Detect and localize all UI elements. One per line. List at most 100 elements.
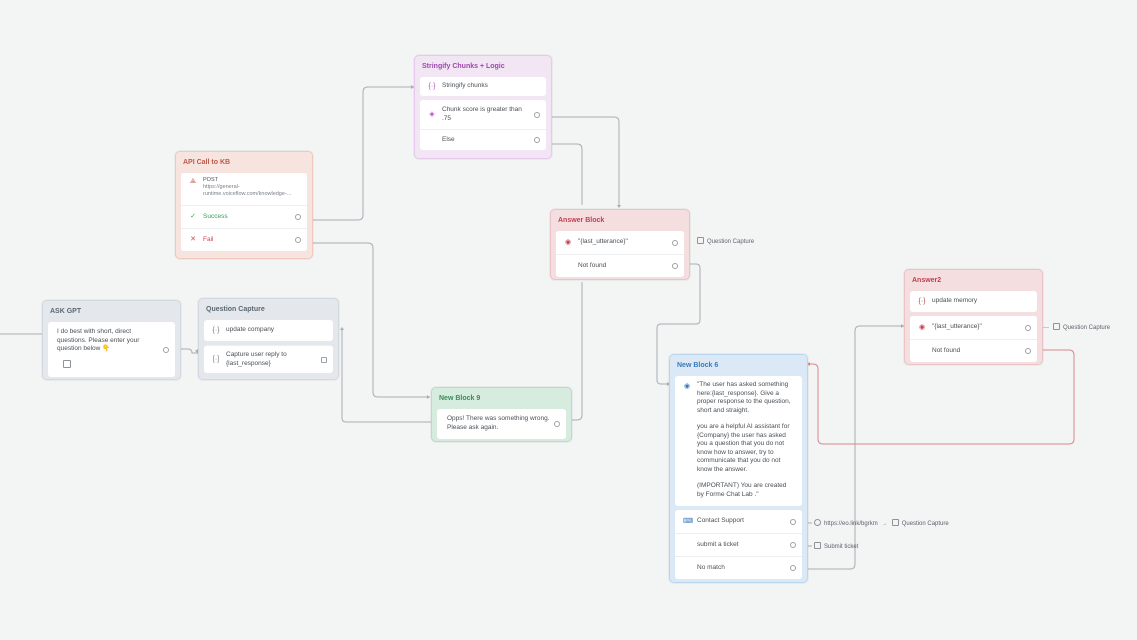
link-icon [1053, 323, 1060, 330]
wire-answer-to-block9 [572, 282, 583, 421]
api-text: POST https://general-runtime.voiceflow.c… [203, 177, 293, 198]
wire-capture-to-block9 [341, 328, 436, 423]
condition-label: Chunk score is greater than .75 [442, 106, 522, 122]
prompt-text: "The user has asked something here:{last… [697, 381, 794, 499]
link-contact-support-url[interactable]: https://eo.link/bgrkm→Question Capture [814, 519, 949, 529]
step-not-found[interactable]: Not found [910, 339, 1037, 362]
variable-icon: {·} [212, 326, 220, 334]
block-question-capture[interactable]: Question Capture {·} update company [·] … [198, 298, 339, 380]
choice-no-match[interactable]: No match [675, 556, 802, 579]
port-out[interactable] [1025, 324, 1031, 331]
link-label: Submit ticket [824, 544, 859, 550]
wire-success-to-stringify [310, 86, 414, 221]
step-update-company[interactable]: {·} update company [204, 320, 333, 341]
path-label: Success [203, 213, 228, 220]
path-fail[interactable]: ✕ Fail [181, 228, 307, 251]
block-title: API Call to KB [183, 159, 231, 166]
condition-label: Else [442, 136, 455, 143]
wire-chunk-to-answer [549, 116, 620, 207]
api-url: https://general-runtime.voiceflow.com/kn… [203, 184, 292, 197]
port-out[interactable] [1025, 348, 1031, 354]
step-stringify[interactable]: {·} Stringify chunks [420, 77, 546, 96]
checkbox-icon[interactable] [63, 360, 71, 368]
variable-icon: {·} [428, 82, 436, 90]
api-card: ⟁ POST https://general-runtime.voiceflow… [181, 173, 307, 251]
port-out[interactable] [672, 239, 678, 246]
prompt-paragraph: (IMPORTANT) You are created by Forme Cha… [697, 482, 787, 498]
port-out[interactable] [672, 263, 678, 269]
step-label: Capture user reply to {last_response} [226, 351, 287, 367]
ai-icon: ◉ [683, 383, 691, 390]
path-success[interactable]: ✓ Success [181, 205, 307, 228]
step-ai-prompt[interactable]: ◉ "The user has asked something here:{la… [675, 376, 802, 506]
link-question-capture[interactable]: Question Capture [697, 237, 754, 247]
step-label: Stringify chunks [442, 82, 488, 89]
choice-submit-ticket[interactable]: submit a ticket [675, 533, 802, 556]
answer2-card: ◉ "{last_utterance}" Not found [910, 316, 1037, 362]
block-stringify-chunks[interactable]: Stringify Chunks + Logic {·} Stringify c… [414, 55, 552, 159]
link-question-capture[interactable]: —Question Capture [1043, 323, 1111, 331]
condition-else[interactable]: Else [420, 129, 546, 150]
link-submit-ticket[interactable]: Submit ticket [814, 542, 858, 552]
step-label: Not found [932, 347, 961, 354]
port-out[interactable] [790, 565, 796, 571]
choice-card: ⌨ Contact Support submit a ticket No mat… [675, 510, 802, 579]
prompt-paragraph: you are a helpful AI assistant for {Comp… [697, 423, 790, 473]
condition-chunk-score[interactable]: ◈ Chunk score is greater than .75 [420, 100, 546, 129]
prompt-paragraph: "The user has asked something here:{last… [697, 381, 791, 414]
step-speak[interactable]: I do best with short, direct questions. … [48, 322, 175, 377]
path-label: Fail [203, 236, 214, 243]
link-icon [891, 519, 899, 526]
link-url: https://eo.link/bgrkm [824, 521, 878, 527]
block-ask-gpt[interactable]: ASK GPT I do best with short, direct que… [42, 300, 181, 380]
api-method: POST [203, 177, 218, 183]
block-new-block-6[interactable]: New Block 6 ◉ "The user has asked someth… [669, 354, 808, 583]
step-last-utterance[interactable]: ◉ "{last_utterance}" [910, 316, 1037, 339]
wire-else-to-block9 [549, 143, 583, 205]
answer-card: ◉ "{last_utterance}" Not found [556, 231, 684, 277]
message-text: I do best with short, direct questions. … [57, 328, 140, 352]
block-title: Stringify Chunks + Logic [422, 63, 505, 70]
capture-icon: [·] [212, 355, 220, 363]
step-capture-reply[interactable]: [·] Capture user reply to {last_response… [204, 345, 333, 373]
port-out[interactable] [295, 214, 301, 220]
block-api-call[interactable]: API Call to KB ⟁ POST https://general-ru… [175, 151, 313, 259]
step-label: update company [226, 326, 275, 333]
port-out[interactable] [554, 421, 560, 427]
step-not-found[interactable]: Not found [556, 254, 684, 277]
port-out[interactable] [534, 111, 540, 118]
block-answer[interactable]: Answer Block ◉ "{last_utterance}" Not fo… [550, 209, 690, 280]
port-out[interactable] [295, 237, 301, 243]
choice-label: submit a ticket [697, 541, 739, 548]
choice-contact-support[interactable]: ⌨ Contact Support [675, 510, 802, 533]
port-out[interactable] [790, 542, 796, 548]
block-new-block-9[interactable]: New Block 9 Opps! There was something wr… [431, 387, 572, 442]
message-text: Opps! There was something wrong. Please … [447, 415, 550, 431]
condition-card: ◈ Chunk score is greater than .75 Else [420, 100, 546, 150]
wire-nomatch-to-answer2 [802, 325, 904, 570]
step-speak[interactable]: Opps! There was something wrong. Please … [437, 409, 566, 439]
step-last-utterance[interactable]: ◉ "{last_utterance}" [556, 231, 684, 254]
port-out[interactable] [163, 346, 169, 353]
step-label: Not found [578, 262, 607, 269]
api-icon: ⟁ [189, 178, 197, 185]
step-label: "{last_utterance}" [578, 238, 628, 245]
check-icon: ✓ [190, 213, 196, 220]
block-title: New Block 6 [677, 362, 719, 369]
step-update-memory[interactable]: {·} update memory [910, 291, 1037, 312]
link-icon [814, 519, 821, 526]
link-label: Question Capture [1063, 325, 1111, 331]
ai-icon: ◉ [918, 323, 926, 331]
port-out[interactable] [790, 518, 796, 525]
link-icon [814, 542, 821, 549]
choice-label: Contact Support [697, 517, 744, 524]
port-out[interactable] [534, 137, 540, 143]
port-out[interactable] [321, 356, 327, 363]
block-title: Answer2 [912, 277, 942, 284]
step-api-request[interactable]: ⟁ POST https://general-runtime.voiceflow… [181, 173, 307, 205]
step-label: "{last_utterance}" [932, 323, 982, 330]
block-answer2[interactable]: Answer2 {·} update memory ◉ "{last_utter… [904, 269, 1043, 365]
condition-icon: ◈ [429, 110, 435, 118]
block-title: ASK GPT [50, 308, 82, 315]
ai-icon: ◉ [564, 238, 572, 246]
